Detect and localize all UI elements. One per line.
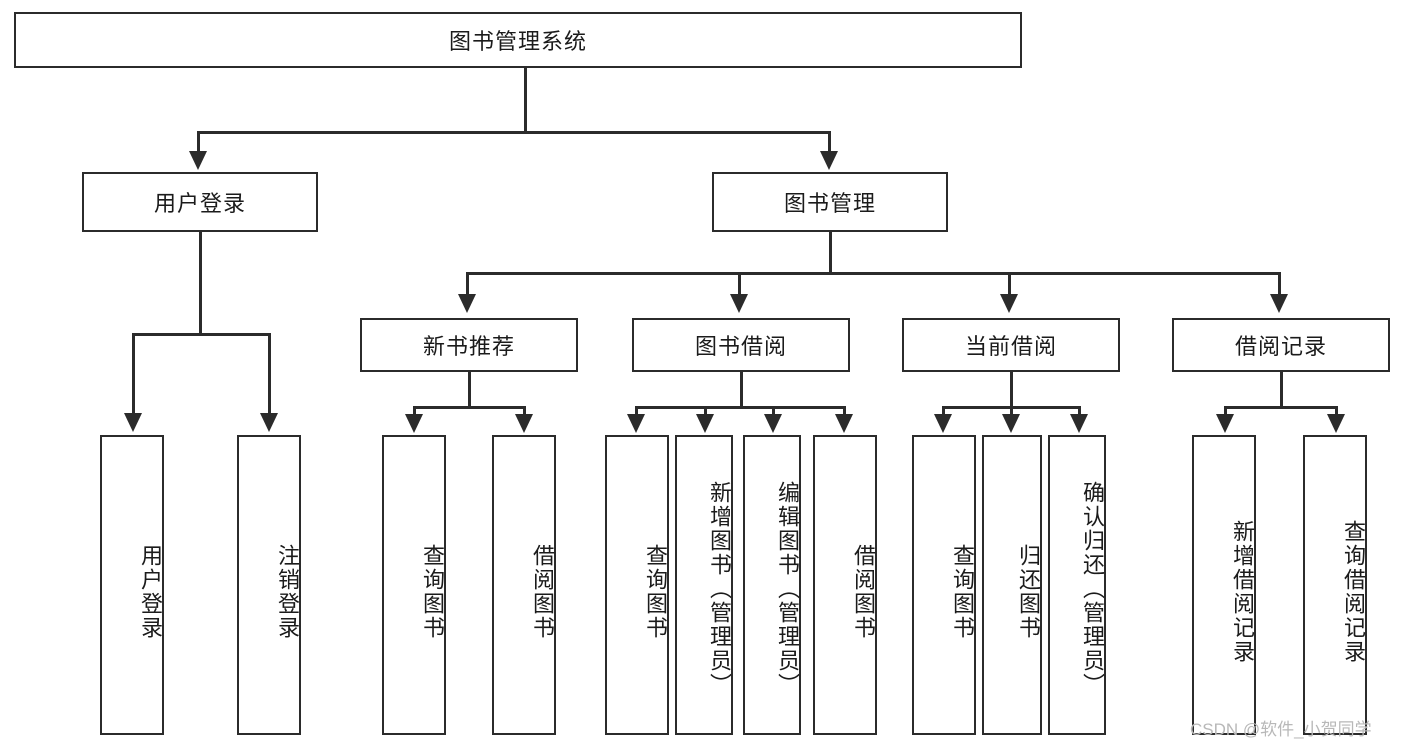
connector-bookborrow-bus [635,406,845,409]
leaf-logout-login[interactable]: 注销登录 [237,435,301,735]
leaf-return-books[interactable]: 归还图书 [982,435,1042,735]
connector-book-manage-stem [829,232,832,272]
leaf-query-books-current[interactable]: 查询图书 [912,435,976,735]
node-label: 用户登录 [153,191,246,216]
arrowhead-bb-to-leaf4 [835,414,853,433]
node-label: 编辑图书（管理员） [775,481,800,697]
connector-bm-to-l3-4 [1278,272,1281,296]
node-label: 用户登录 [138,544,163,640]
connector-cb-to-leaf2 [1010,406,1013,417]
node-book-management[interactable]: 图书管理 [712,172,948,232]
node-label: 注销登录 [275,544,300,640]
arrowhead-newbook-to-leaf2 [515,414,533,433]
connector-user-login-to-leaf1 [132,333,135,415]
arrowhead-bm-to-l3-2 [730,294,748,313]
leaf-borrow-books-new-rec[interactable]: 借阅图书 [492,435,556,735]
connector-record-bus [1224,406,1338,409]
node-label: 借阅记录 [1234,334,1327,359]
arrowhead-bb-to-leaf3 [764,414,782,433]
arrowhead-bm-to-l3-4 [1270,294,1288,313]
connector-root-to-book-manage [828,131,831,153]
arrowhead-rec-to-leaf2 [1327,414,1345,433]
node-new-book-recommendation[interactable]: 新书推荐 [360,318,578,372]
connector-bb-to-leaf1 [635,406,638,417]
arrowhead-root-to-book-manage [820,151,838,170]
connector-record-stem [1280,372,1283,406]
leaf-query-books-new-rec[interactable]: 查询图书 [382,435,446,735]
connector-bm-to-l3-2 [738,272,741,296]
connector-root-to-user-login [197,131,200,153]
connector-user-login-to-leaf2 [268,333,271,415]
arrowhead-bb-to-leaf1 [627,414,645,433]
leaf-query-borrow-record[interactable]: 查询借阅记录 [1303,435,1367,735]
csdn-watermark: CSDN @软件_小贺同学 [1190,720,1372,739]
connector-bm-to-l3-3 [1008,272,1011,296]
node-current-borrowing[interactable]: 当前借阅 [902,318,1120,372]
connector-book-manage-bus [466,272,1280,275]
leaf-user-login[interactable]: 用户登录 [100,435,164,735]
arrowhead-bb-to-leaf2 [696,414,714,433]
connector-user-login-stem [199,232,202,333]
arrowhead-user-login-to-leaf1 [124,413,142,432]
leaf-borrow-books-borrow[interactable]: 借阅图书 [813,435,877,735]
node-label: 确认归还（管理员） [1080,481,1105,697]
node-user-login[interactable]: 用户登录 [82,172,318,232]
node-label: 当前借阅 [964,334,1057,359]
node-label: 新增借阅记录 [1230,520,1255,664]
arrowhead-cb-to-leaf3 [1070,414,1088,433]
node-label: 查询图书 [643,544,668,640]
node-label: 归还图书 [1016,544,1041,640]
leaf-add-book-admin[interactable]: 新增图书（管理员） [675,435,733,735]
connector-rec-to-leaf1 [1224,406,1227,417]
connector-currentborrow-stem [1010,372,1013,406]
arrowhead-bm-to-l3-3 [1000,294,1018,313]
leaf-query-books-borrow[interactable]: 查询图书 [605,435,669,735]
connector-cb-to-leaf3 [1078,406,1081,417]
arrowhead-cb-to-leaf1 [934,414,952,433]
node-label: 查询借阅记录 [1341,520,1366,664]
node-book-borrowing[interactable]: 图书借阅 [632,318,850,372]
arrowhead-bm-to-l3-1 [458,294,476,313]
arrowhead-newbook-to-leaf1 [405,414,423,433]
connector-cb-to-leaf1 [942,406,945,417]
node-label: 借阅图书 [530,544,555,640]
node-label: 新书推荐 [422,334,515,359]
connector-bb-to-leaf2 [704,406,707,417]
connector-newbook-stem [468,372,471,406]
node-label: 图书管理 [783,191,876,216]
connector-newbook-to-leaf2 [523,406,526,417]
node-label: 新增图书（管理员） [707,481,732,697]
arrowhead-cb-to-leaf2 [1002,414,1020,433]
arrowhead-root-to-user-login [189,151,207,170]
connector-bb-to-leaf3 [772,406,775,417]
node-label: 图书借阅 [694,334,787,359]
node-label: 查询图书 [950,544,975,640]
node-label: 借阅图书 [851,544,876,640]
connector-newbook-to-leaf1 [413,406,416,417]
connector-root-bus [197,131,829,134]
node-label: 查询图书 [420,544,445,640]
leaf-confirm-return-admin[interactable]: 确认归还（管理员） [1048,435,1106,735]
connector-bm-to-l3-1 [466,272,469,296]
node-borrowing-records[interactable]: 借阅记录 [1172,318,1390,372]
connector-root-stem [524,68,527,131]
connector-bookborrow-stem [740,372,743,406]
leaf-edit-book-admin[interactable]: 编辑图书（管理员） [743,435,801,735]
node-label: 图书管理系统 [448,29,587,54]
connector-bb-to-leaf4 [843,406,846,417]
leaf-add-borrow-record[interactable]: 新增借阅记录 [1192,435,1256,735]
arrowhead-rec-to-leaf1 [1216,414,1234,433]
connector-newbook-bus [413,406,526,409]
arrowhead-user-login-to-leaf2 [260,413,278,432]
connector-user-login-bus [132,333,270,336]
node-root-book-management-system[interactable]: 图书管理系统 [14,12,1022,68]
connector-rec-to-leaf2 [1335,406,1338,417]
